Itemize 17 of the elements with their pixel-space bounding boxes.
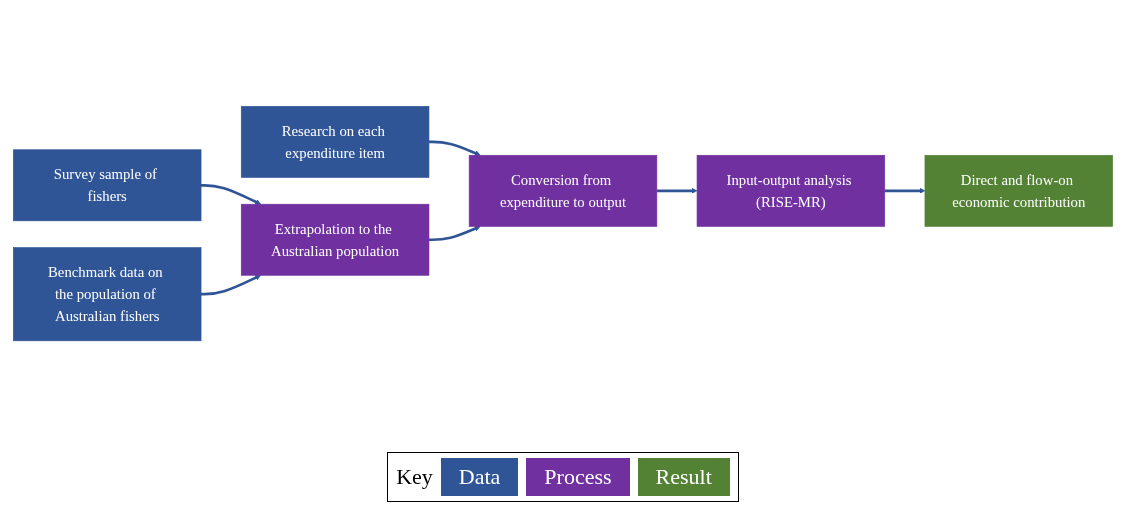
arrow [428,140,481,157]
legend-swatch: Process [526,458,630,496]
arrow [656,188,698,195]
arrow [428,226,481,242]
node-box: Research on each expenditure item [240,106,430,179]
arrow [201,275,262,296]
node-box: Conversion from expenditure to output [468,155,658,228]
node-box: Extrapolation to the Australian population [240,204,430,277]
node-box: Input-output analysis (RISE-MR) [696,155,886,228]
legend-swatch: Data [440,458,519,496]
node-box: Survey sample of fishers [13,149,202,222]
arrow [201,184,262,205]
arrow [884,188,926,195]
node-box: Benchmark data on the population of Australian fishers [13,247,202,342]
legend-title: Key [396,464,433,490]
node-box: Direct and flow-on economic contribution [924,155,1113,228]
legend-swatch: Result [637,458,730,496]
